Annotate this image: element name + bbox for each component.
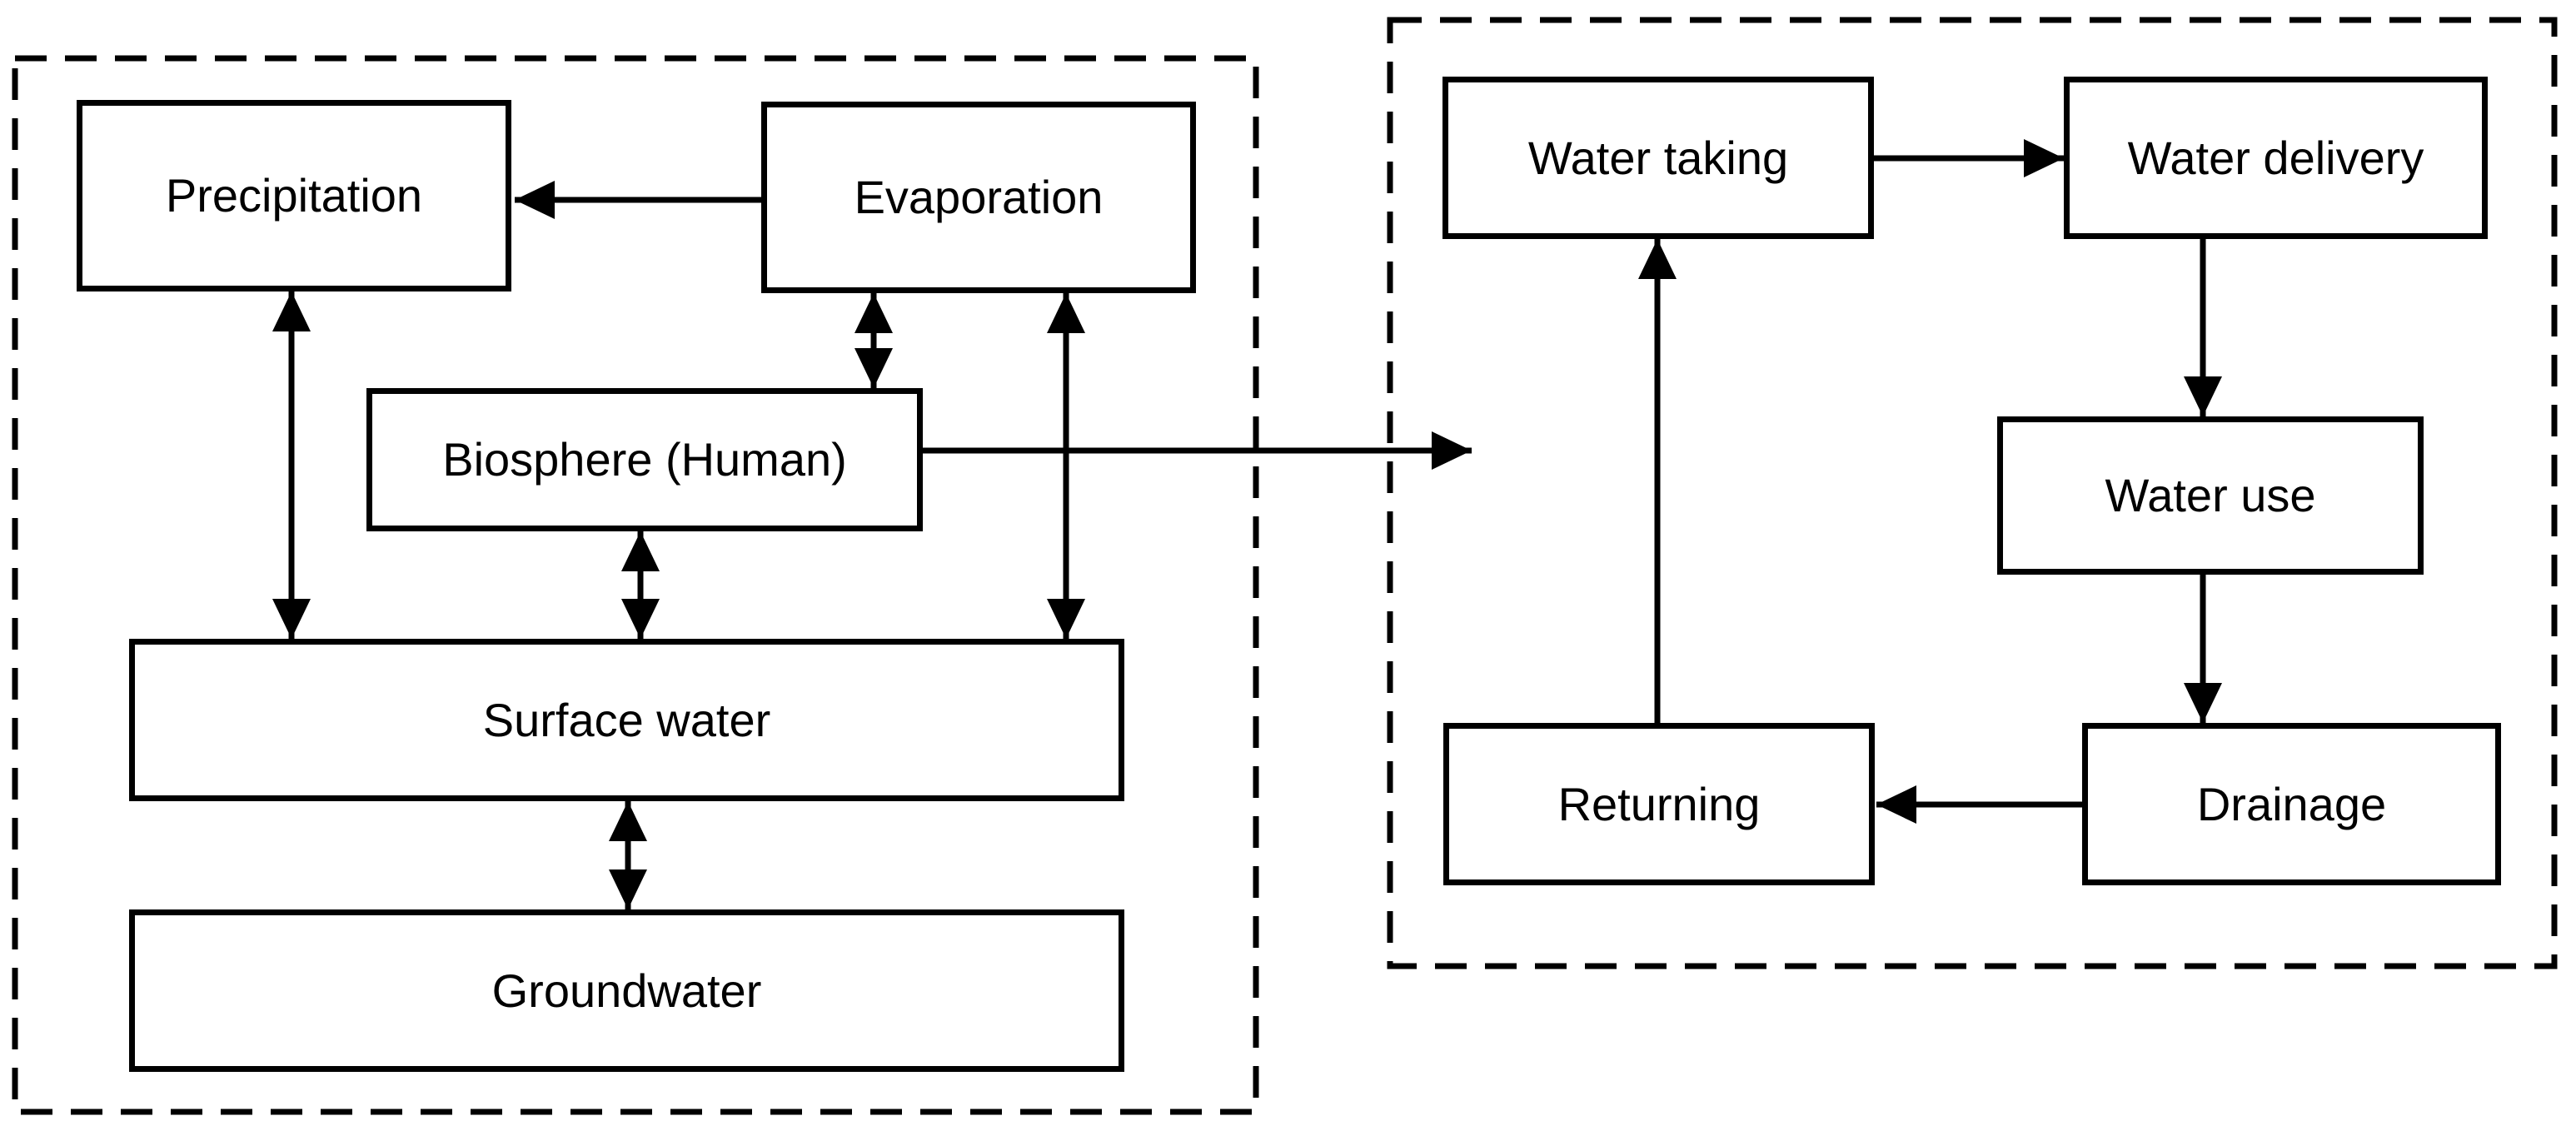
node-label-water-taking: Water taking [1527,131,1789,184]
node-label-returning: Returning [1557,777,1761,830]
node-surface-water: Surface water [129,639,1124,801]
node-label-precipitation: Precipitation [165,169,423,222]
node-returning: Returning [1443,723,1875,885]
node-water-delivery: Water delivery [2064,77,2488,239]
node-label-surface-water: Surface water [482,693,771,746]
node-label-groundwater: Groundwater [491,964,762,1017]
group-frame-natural-cycle-group [12,55,1259,1115]
node-water-taking: Water taking [1442,77,1874,239]
node-precipitation: Precipitation [77,100,511,291]
node-label-evaporation: Evaporation [854,171,1104,224]
node-label-water-use: Water use [2105,469,2316,522]
node-label-drainage: Drainage [2196,777,2387,830]
node-label-biosphere: Biosphere (Human) [442,433,847,486]
node-biosphere: Biosphere (Human) [366,388,923,531]
node-label-water-delivery: Water delivery [2127,131,2424,184]
node-evaporation: Evaporation [761,102,1196,293]
group-frame-social-cycle-group [1387,17,2558,969]
node-groundwater: Groundwater [129,909,1124,1072]
node-drainage: Drainage [2082,723,2501,885]
node-water-use: Water use [1997,416,2424,575]
